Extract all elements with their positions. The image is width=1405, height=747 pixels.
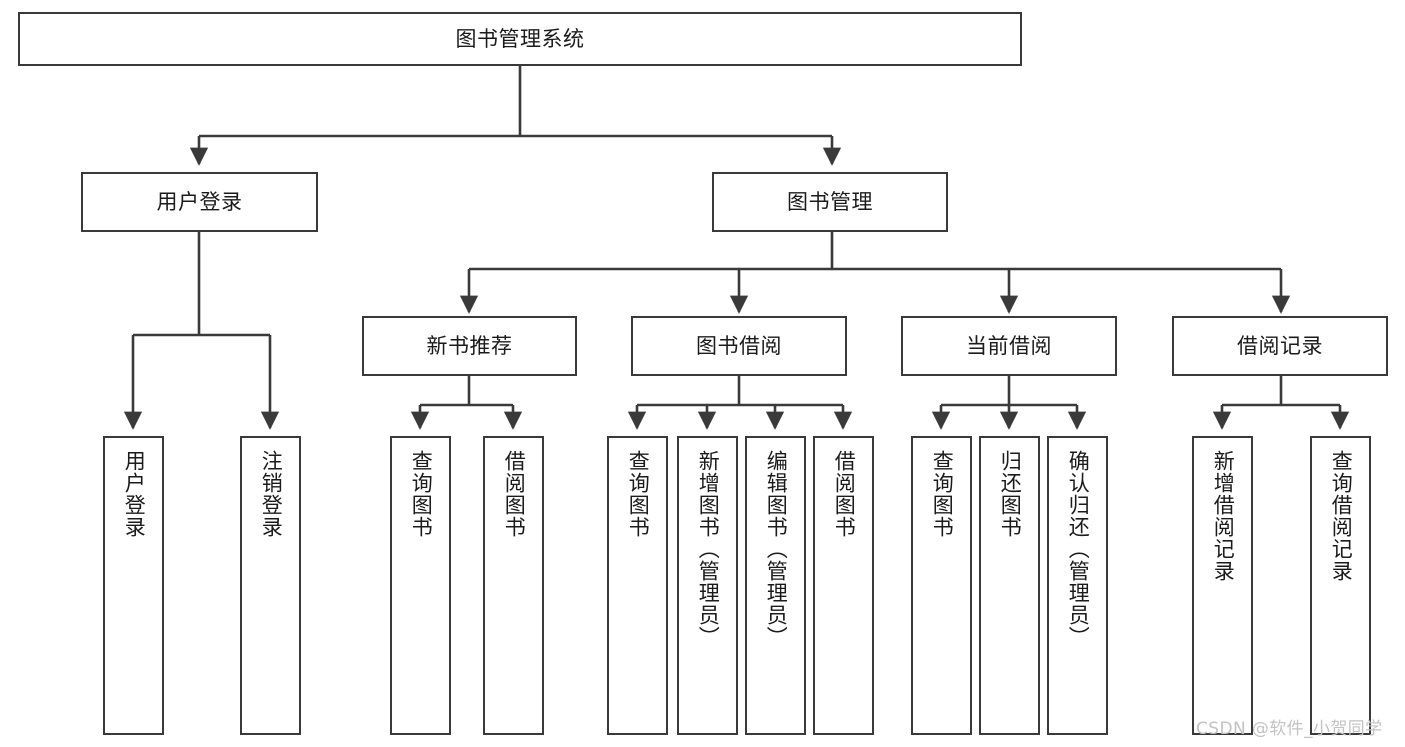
node-label: 注销登录 [259, 450, 284, 538]
node-label: 查询图书 [409, 450, 434, 538]
leaf-current-confirm-return-admin[interactable]: 确认归还（管理员） [1047, 436, 1108, 735]
node-root-book-management-system[interactable]: 图书管理系统 [18, 12, 1022, 66]
node-label: 编辑图书（管理员） [764, 450, 789, 648]
node-label: 图书借阅 [696, 333, 782, 358]
node-label: 借阅图书 [502, 450, 527, 538]
leaf-record-query-borrow-record[interactable]: 查询借阅记录 [1310, 436, 1371, 735]
node-user-login[interactable]: 用户登录 [81, 172, 318, 232]
node-label: 用户登录 [156, 189, 243, 214]
node-label: 借阅记录 [1237, 333, 1323, 358]
leaf-record-add-borrow-record[interactable]: 新增借阅记录 [1192, 436, 1253, 735]
node-label: 查询图书 [930, 450, 955, 538]
node-label: 新增借阅记录 [1211, 450, 1236, 582]
leaf-current-return-book[interactable]: 归还图书 [979, 436, 1040, 735]
leaf-borrow-edit-book-admin[interactable]: 编辑图书（管理员） [745, 436, 806, 735]
leaf-recommend-borrow-book[interactable]: 借阅图书 [483, 436, 544, 735]
leaf-borrow-add-book-admin[interactable]: 新增图书（管理员） [677, 436, 738, 735]
node-book-borrow[interactable]: 图书借阅 [631, 316, 847, 376]
leaf-user-logout[interactable]: 注销登录 [240, 436, 301, 735]
node-label: 归还图书 [998, 450, 1023, 538]
node-label: 查询图书 [626, 450, 651, 538]
node-label: 图书管理 [787, 189, 873, 214]
node-new-book-recommend[interactable]: 新书推荐 [362, 316, 577, 376]
node-label: 借阅图书 [832, 450, 857, 538]
node-book-management[interactable]: 图书管理 [712, 172, 948, 232]
leaf-current-query-book[interactable]: 查询图书 [911, 436, 972, 735]
node-borrow-record[interactable]: 借阅记录 [1172, 316, 1388, 376]
leaf-user-login[interactable]: 用户登录 [103, 436, 164, 735]
leaf-borrow-borrow-book[interactable]: 借阅图书 [813, 436, 874, 735]
leaf-borrow-query-book[interactable]: 查询图书 [607, 436, 668, 735]
node-label: 当前借阅 [966, 333, 1052, 358]
watermark-text: CSDN @软件_小贺同学 [1196, 719, 1383, 739]
node-label: 查询借阅记录 [1329, 450, 1354, 582]
node-current-borrow[interactable]: 当前借阅 [901, 316, 1117, 376]
node-label: 新增图书（管理员） [696, 450, 721, 648]
leaf-recommend-query-book[interactable]: 查询图书 [390, 436, 451, 735]
node-label: 确认归还（管理员） [1066, 450, 1091, 648]
node-label: 图书管理系统 [455, 26, 585, 51]
node-label: 新书推荐 [426, 333, 513, 358]
node-label: 用户登录 [122, 450, 147, 538]
